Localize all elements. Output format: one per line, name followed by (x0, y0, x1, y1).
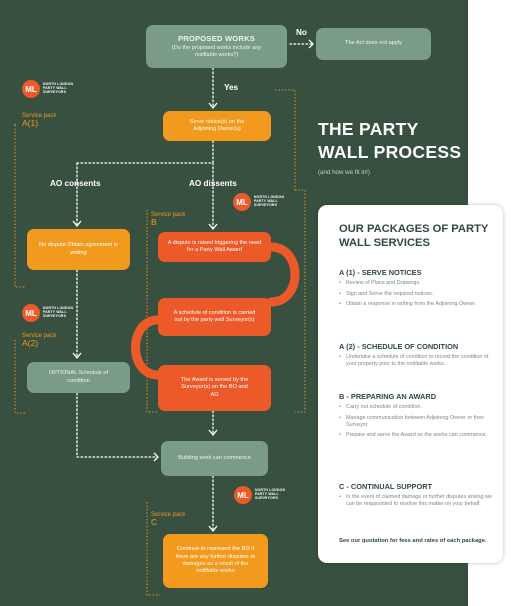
dispute-raised-text: A dispute is raised triggering the need … (167, 239, 262, 253)
no-dispute-text: No dispute Obtain agreement in writing (39, 242, 118, 256)
package-a2: A (2) - SCHEDULE OF CONDITION Undertake … (339, 342, 499, 372)
building-work-text: Building work can commence (178, 454, 251, 461)
arrow-dispute (208, 223, 218, 231)
red-curve-1 (266, 242, 300, 307)
serve-notice-box: Serve notice(s) on the Adjoining Owner(s… (163, 111, 271, 141)
package-heading: A (2) - SCHEDULE OF CONDITION (339, 342, 459, 351)
arrow-no (308, 39, 314, 49)
bracket-right-top (275, 89, 296, 190)
arrow-optional (72, 352, 82, 360)
arrow-no-dispute (72, 220, 82, 228)
logo-mark: ML (233, 193, 251, 211)
service-pack-code: A(1) (22, 118, 39, 129)
building-work-box: Building work can commence (161, 441, 268, 476)
service-pack-b: Service pack B (151, 212, 185, 227)
package-c: C - CONTINUAL SUPPORT In the event of cl… (339, 482, 499, 512)
service-pack-c: Service pack C (151, 512, 185, 527)
red-curve-2 (131, 315, 163, 380)
proposed-works-title: PROPOSED WORKS (177, 33, 256, 43)
logo-mark: ML (22, 80, 40, 98)
logo-text: NORTH LONDON PARTY WALL SURVEYORS (43, 306, 74, 318)
arrow-building-left (153, 452, 159, 462)
service-pack-label: Service pack (22, 113, 57, 119)
ao-dissents-label: AO dissents (189, 179, 237, 188)
service-pack-a2: Service pack A(2) (22, 333, 56, 348)
yes-label: Yes (224, 83, 239, 92)
package-item: Obtain a response in writing from the Ad… (339, 301, 499, 308)
no-label: No (296, 28, 307, 37)
service-pack-code: C (151, 517, 158, 528)
service-pack-label: Service pack (151, 212, 186, 218)
packages-title: OUR PACKAGES OF PARTY WALL SERVICES (339, 223, 489, 249)
package-item: Review of Plans and Drawings. (339, 280, 499, 287)
package-heading: A (1) - SERVE NOTICES (339, 268, 422, 277)
service-pack-label: Service pack (151, 512, 186, 518)
package-a1: A (1) - SERVE NOTICES Review of Plans an… (339, 268, 499, 312)
logo-text: NORTH LONDON PARTY WALL SURVEYORS (43, 82, 74, 94)
connector-optional-down (76, 392, 159, 458)
package-item: Prepare and serve the Award so the works… (339, 432, 499, 439)
page-subtitle: (and how we fit in!) (318, 169, 370, 176)
serve-notice-text: Serve notice(s) on the Adjoining Owner(s… (189, 118, 245, 132)
logo-text: NORTH LONDON PARTY WALL SURVEYORS (255, 488, 286, 500)
bracket-c (146, 502, 160, 596)
proposed-works-box: PROPOSED WORKS (Do the proposed works in… (146, 25, 287, 68)
arrow-continue (208, 525, 218, 533)
package-heading: B - PREPARING AN AWARD (339, 392, 437, 401)
ao-consents-label: AO consents (50, 179, 101, 188)
logo-text: NORTH LONDON PARTY WALL SURVEYORS (254, 195, 285, 207)
optional-schedule-text: OPTIONAL Schedule of condition (48, 370, 109, 384)
page-title: THE PARTY WALL PROCESS (318, 119, 462, 162)
award-served-box: The Award is served by the Surveyor(s) o… (158, 365, 271, 411)
service-pack-code: A(2) (22, 338, 39, 349)
service-pack-a1: Service pack A(1) (22, 113, 56, 128)
logo-mark: ML (22, 304, 40, 322)
package-item: Sign and Serve the required notices. (339, 291, 499, 298)
package-item: Carry out schedule of condition. (339, 404, 499, 411)
act-not-apply-box: The Act does not apply (316, 28, 431, 60)
bracket-a1 (14, 125, 25, 288)
packages-card: OUR PACKAGES OF PARTY WALL SERVICES A (1… (318, 205, 503, 563)
bracket-a2 (14, 340, 25, 414)
dispute-raised-box: A dispute is raised triggering the need … (158, 232, 271, 262)
no-dispute-box: No dispute Obtain agreement in writing (27, 229, 130, 270)
optional-schedule-box: OPTIONAL Schedule of condition (27, 362, 130, 393)
package-item: Manage communication between Adjoining O… (339, 415, 499, 429)
service-pack-label: Service pack (22, 333, 57, 339)
arrow-yes (208, 102, 218, 110)
continue-represent-box: Continue to represent the BO if there ar… (163, 534, 268, 588)
logo-a2: ML NORTH LONDON PARTY WALL SURVEYORS (22, 304, 81, 322)
arrow-building (208, 429, 218, 437)
logo-c: ML NORTH LONDON PARTY WALL SURVEYORS (234, 486, 293, 504)
package-b: B - PREPARING AN AWARD Carry out schedul… (339, 392, 499, 443)
logo-a1: ML NORTH LONDON PARTY WALL SURVEYORS (22, 80, 81, 98)
logo-b: ML NORTH LONDON PARTY WALL SURVEYORS (233, 193, 292, 211)
schedule-text: A schedule of condition is carried out b… (173, 309, 256, 323)
logo-mark: ML (234, 486, 252, 504)
bracket-b-left (146, 210, 157, 413)
bracket-b (295, 189, 306, 413)
package-item: Undertake a schedule of condition to rec… (339, 354, 499, 368)
package-heading: C - CONTINUAL SUPPORT (339, 482, 433, 491)
act-not-apply-text: The Act does not apply (345, 40, 402, 47)
service-pack-code: B (151, 217, 157, 228)
schedule-box: A schedule of condition is carried out b… (158, 298, 271, 336)
award-served-text: The Award is served by the Surveyor(s) o… (180, 377, 249, 398)
proposed-works-question: (Do the proposed works include any notif… (171, 44, 262, 58)
packages-footer: See our quotation for fees and rates of … (339, 538, 487, 544)
package-item: In the event of claimed damage or furthe… (339, 494, 499, 508)
continue-represent-text: Continue to represent the BO if there ar… (175, 546, 256, 575)
